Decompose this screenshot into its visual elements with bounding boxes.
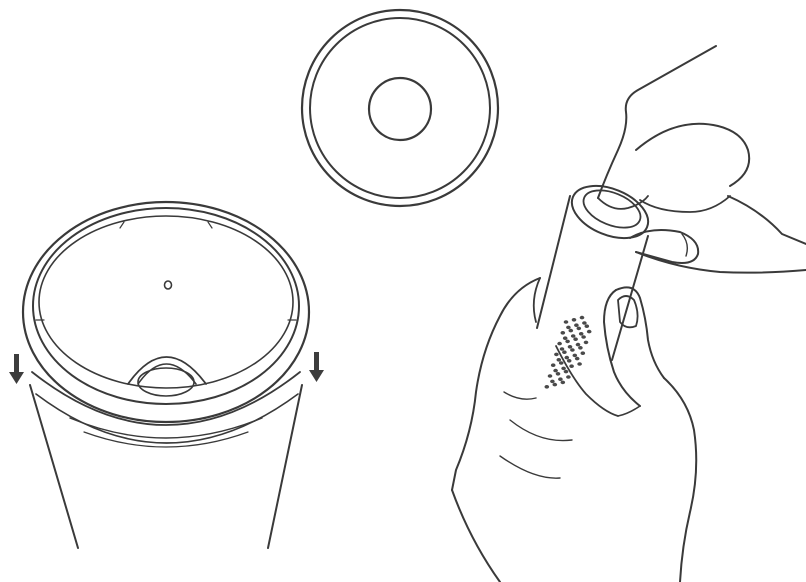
grip-dot: [565, 340, 570, 344]
grip-dot: [553, 369, 558, 373]
grip-dot: [558, 377, 563, 381]
grip-dot: [569, 364, 574, 368]
grip-dot: [562, 350, 567, 354]
grip-dot: [561, 367, 566, 371]
grip-dot: [577, 362, 582, 366]
grip-dot: [550, 380, 555, 384]
grip-dot: [563, 336, 568, 340]
grip-dot: [548, 374, 553, 378]
cup-rim-icon: [23, 202, 309, 548]
grip-dot: [585, 324, 590, 328]
grip-dot: [580, 316, 585, 320]
grip-dot: [573, 354, 578, 358]
grip-dot: [557, 358, 562, 362]
grip-dot: [587, 330, 592, 334]
grip-texture: [545, 316, 592, 389]
grip-dot: [581, 335, 586, 339]
grip-dot: [578, 346, 583, 350]
grip-dot: [561, 331, 566, 335]
grip-dot: [564, 370, 569, 374]
arrow-down-icon: [309, 352, 324, 382]
grip-dot: [573, 337, 578, 341]
grip-dot: [581, 351, 586, 355]
grip-dot: [567, 359, 572, 363]
grip-dot: [553, 383, 558, 387]
grip-dot: [560, 347, 565, 351]
grip-dot: [575, 357, 580, 361]
grip-dot: [561, 381, 566, 385]
grip-dot: [564, 320, 569, 324]
grip-dot: [576, 343, 581, 347]
grip-dot: [582, 321, 587, 325]
grip-dot: [566, 326, 571, 330]
grip-dot: [551, 363, 556, 367]
grip-dot: [579, 332, 584, 336]
grip-dot: [568, 345, 573, 349]
hand-press-icon: [452, 46, 806, 582]
grip-dot: [577, 327, 582, 331]
grip-dot: [545, 385, 550, 389]
grip-dot: [571, 334, 576, 338]
grip-dot: [570, 348, 575, 352]
arrow-down-icon: [9, 354, 24, 384]
grip-dot: [554, 353, 559, 357]
grip-dot: [572, 318, 577, 322]
grip-dot: [574, 323, 579, 327]
grip-dot: [559, 361, 564, 365]
grip-dot: [584, 341, 589, 345]
grip-dot: [557, 342, 562, 346]
grip-dot: [569, 329, 574, 333]
grip-dot: [566, 375, 571, 379]
grip-dot: [556, 372, 561, 376]
grip-dot: [565, 356, 570, 360]
seal-disc-icon: [302, 10, 498, 206]
